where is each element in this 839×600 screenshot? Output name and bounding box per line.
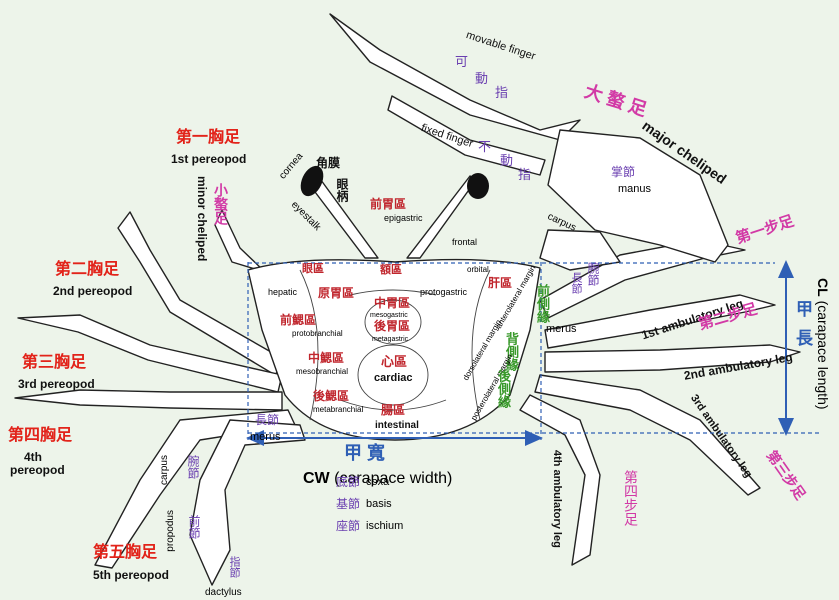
cl-label: CL (carapace length) [816, 278, 830, 410]
movable-finger-zh-1: 可 [455, 55, 468, 68]
p2-zh: 第二胸足 [55, 262, 119, 278]
cardiac-zh: 心區 [381, 355, 407, 368]
p4-label-a: 4th [24, 451, 42, 463]
movable-finger-zh-2: 動 [475, 72, 488, 85]
cw-zh: 甲 寬 [344, 444, 385, 462]
fourth-ambulatory-label: 4th ambulatory leg [551, 450, 562, 548]
major-cheliped-carpus [540, 230, 620, 270]
mesogastric-label: mesogastric [370, 312, 408, 319]
mesobranchial-label: mesobranchial [296, 368, 348, 376]
merus-right-label: merus [546, 324, 577, 335]
p1-label: 1st pereopod [171, 153, 246, 165]
frontal-label: frontal [452, 238, 477, 247]
cl-zh: 甲長 [794, 300, 811, 358]
p1-zh: 第一胸足 [176, 130, 240, 146]
carpus-left-label: carpus [160, 455, 170, 485]
cw-bold: CW [303, 470, 330, 487]
cl-rest: (carapace length) [815, 301, 831, 410]
protogastric-zh: 原胃區 [318, 287, 354, 299]
metagastric-label: metagastric [372, 336, 408, 343]
cornea-zh: 角膜 [316, 157, 340, 169]
fixed-finger-zh-3: 指 [518, 168, 531, 181]
protobranchial-label: protobranchial [292, 330, 343, 338]
p5-label: 5th pereopod [93, 569, 169, 581]
mesogastric-zh: 中胃區 [374, 297, 410, 309]
epigastric-zh: 前胃區 [370, 198, 406, 210]
merus-left-zh: 長節 [255, 413, 279, 427]
orbital-zh: 眼區 [302, 264, 324, 275]
protogastric-label: protogastric [420, 288, 467, 297]
cardiac-label: cardiac [374, 373, 413, 384]
left-leg-3 [15, 390, 282, 410]
intestinal-label: intestinal [375, 421, 419, 431]
basis-label: basis [366, 499, 392, 510]
p3-label: 3rd pereopod [18, 378, 95, 390]
merus-right-zh: 長節 [570, 272, 581, 294]
dactylus-label: dactylus [205, 588, 242, 598]
frontal-zh: 額區 [380, 265, 402, 276]
fourth-walking-zh: 第四步足 [624, 470, 638, 526]
hepatic-label: hepatic [268, 288, 297, 297]
minor-cheliped-zh: 小螯足 [214, 183, 228, 225]
coxa-zh: 底節 [336, 476, 360, 488]
major-cheliped-movable-finger [330, 14, 580, 140]
metabranchial-zh: 後鰓區 [313, 390, 349, 402]
p3-zh: 第三胸足 [22, 355, 86, 371]
p2-label: 2nd pereopod [53, 285, 132, 297]
orbital-label: orbital [467, 266, 489, 274]
dactylus-zh: 指節 [228, 556, 239, 578]
left-leg-5 [190, 420, 305, 585]
coxa-label: coxa [366, 477, 389, 488]
eyestalk-zh: 眼柄 [336, 178, 348, 202]
merus-left-zh-wrap: 長節 [255, 414, 279, 426]
p4-label-b: pereopod [10, 464, 65, 476]
anterolateral-zh: 前側緣 [536, 284, 549, 323]
ischium-zh: 座節 [336, 520, 360, 532]
merus-left-label: merus [250, 432, 281, 443]
ischium-label: ischium [366, 521, 403, 532]
propodus-zh: 前節 [188, 515, 200, 539]
metabranchial-label: metabranchial [313, 406, 363, 414]
fixed-finger-zh-2: 動 [500, 154, 513, 167]
epigastric-label: epigastric [384, 214, 423, 223]
manus-label: manus [618, 184, 651, 195]
protobranchial-zh: 前鰓區 [280, 314, 316, 326]
p4-zh: 第四胸足 [8, 428, 72, 444]
carpus-right-zh: 腕節 [587, 262, 599, 286]
cl-bold: CL [815, 278, 831, 297]
intestinal-zh: 腸區 [381, 404, 405, 416]
fixed-finger-zh-1: 不 [478, 140, 491, 153]
basis-zh: 基節 [336, 498, 360, 510]
carpus-left-zh: 腕節 [187, 455, 199, 479]
movable-finger-zh-3: 指 [495, 86, 508, 99]
hepatic-zh: 肝區 [488, 277, 512, 289]
mesobranchial-zh: 中鰓區 [308, 352, 344, 364]
manus-zh: 掌節 [611, 166, 635, 178]
p5-zh: 第五胸足 [93, 545, 157, 561]
posterolateral-zh: 後側緣 [497, 369, 510, 408]
propodus-label: propodus [166, 510, 176, 552]
right-cornea [467, 173, 489, 199]
minor-cheliped-label: minor cheliped [196, 176, 208, 261]
metagastric-zh: 後胃區 [374, 320, 410, 332]
